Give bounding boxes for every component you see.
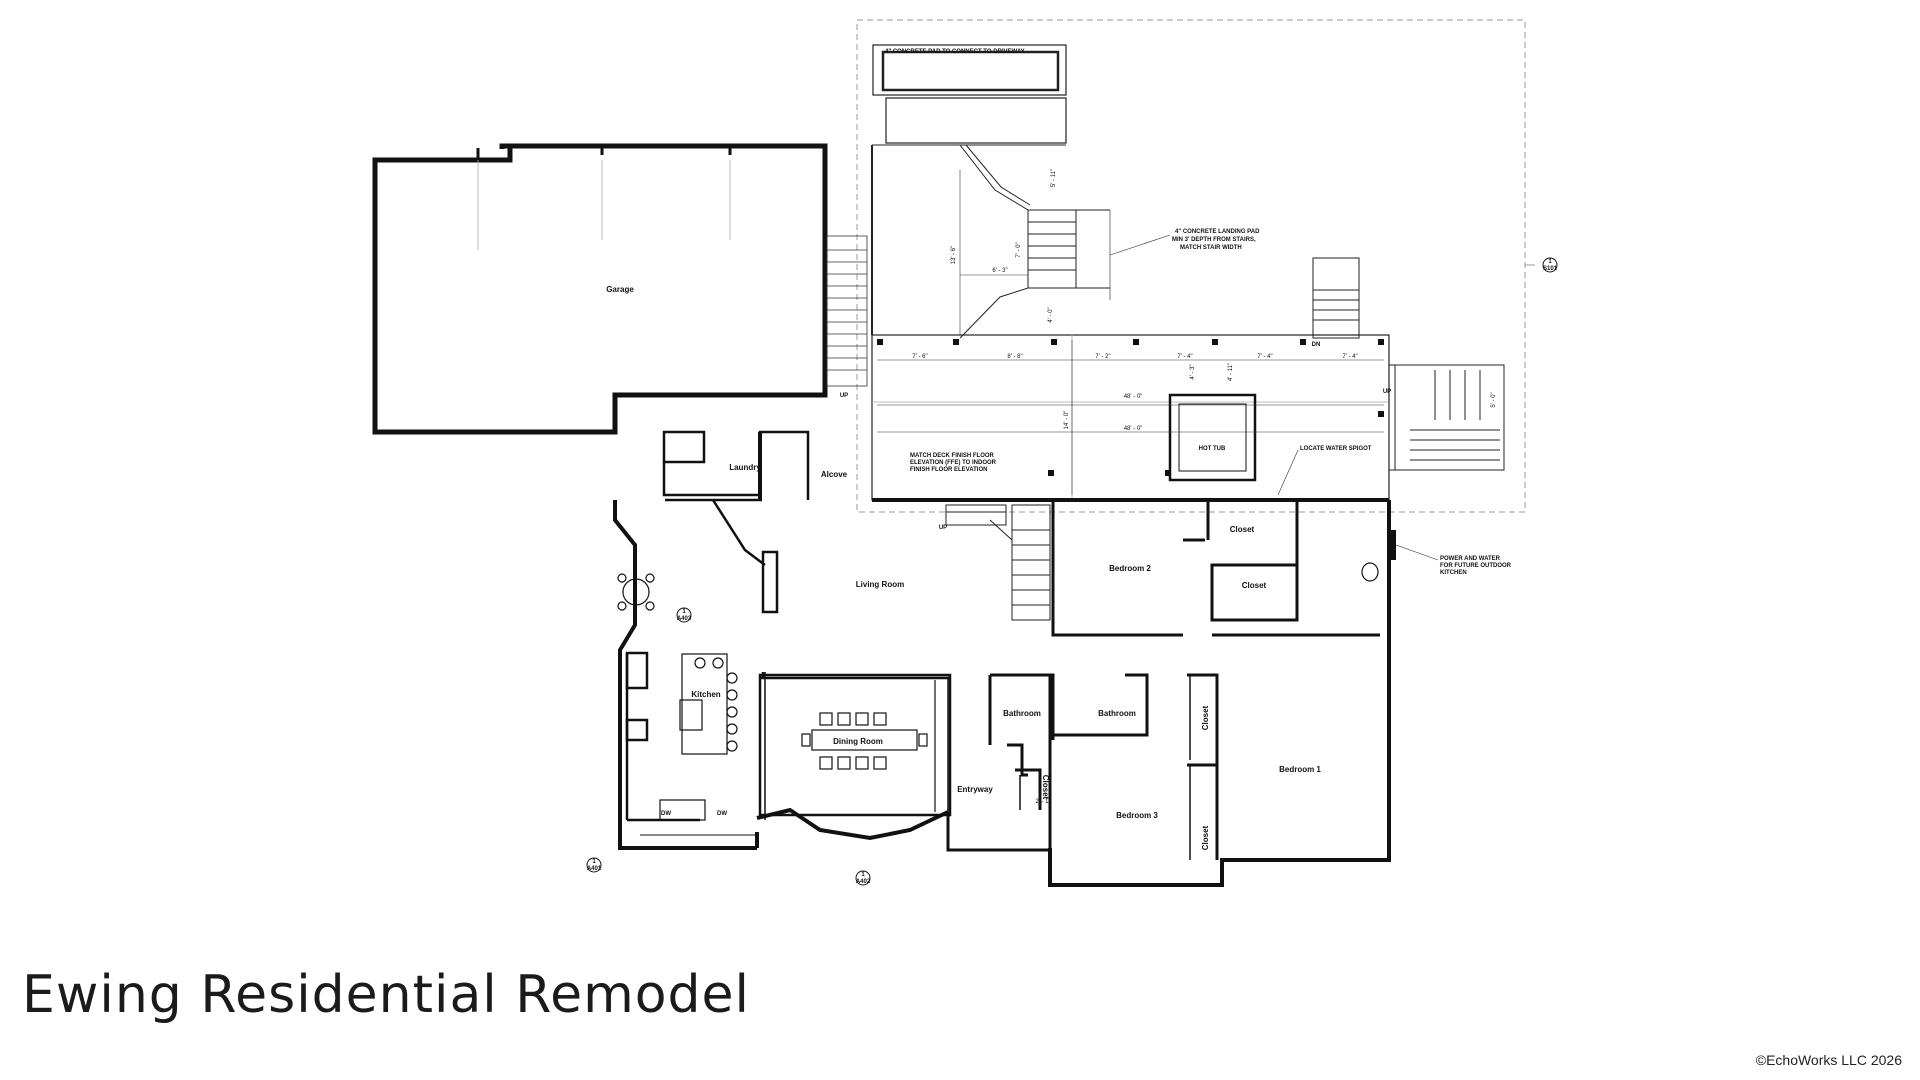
note-landing-pad-3: MATCH STAIR WIDTH [1180,245,1242,251]
section-s101: S101 [1543,266,1558,272]
dim-13: 7' - 0" [1016,242,1022,257]
room-label-living-room: Living Room [856,580,904,589]
dining-table [801,712,928,770]
section-a403-num: 1 [682,609,686,615]
dim-14: 4' - 0" [1048,307,1054,322]
marker-dw-2: DW [717,811,727,817]
hot-tub-outer [1168,393,1257,482]
room-label-bedroom-1: Bedroom 1 [1279,765,1321,774]
dim-9: 14' - 0" [1064,411,1070,430]
side-stair-right [1388,364,1505,471]
dim-3: 7' - 2" [1095,354,1110,360]
room-label-entryway: Entryway [957,785,993,794]
room-label-alcove: Alcove [821,470,848,479]
note-deck-elev-3: FINISH FLOOR ELEVATION [910,467,987,473]
leader-landing [1109,234,1171,256]
garage-walls [372,143,828,435]
room-label-garage: Garage [606,285,634,294]
note-power-2: FOR FUTURE OUTDOOR [1440,563,1512,569]
dim-4: 7' - 4" [1177,354,1192,360]
project-title: Ewing Residential Remodel [22,965,750,1025]
leader-spigot [1277,449,1299,496]
note-deck-elev-1: MATCH DECK FINISH FLOOR [910,453,995,459]
note-power-1: POWER AND WATER [1440,556,1501,562]
copyright: ©EchoWorks LLC 2026 [1755,1052,1902,1068]
leader-power [1395,544,1439,561]
room-label-dining-room: Dining Room [833,737,883,746]
room-label-closet-b1a: Closet [1201,705,1210,730]
section-a402: A402 [856,879,871,885]
dim-7: 48' - 0" [1124,394,1143,400]
section-a401: A401 [587,866,602,872]
section-s101-num: 1 [1548,259,1552,265]
room-label-laundry: Laundry [729,463,761,472]
room-label-closet-b2: Closet [1230,525,1255,534]
room-label-bathroom-a: Bathroom [1003,709,1041,718]
garage-door-lines [477,160,731,250]
dim-1: 7' - 6" [912,354,927,360]
room-label-closet-b2b: Closet [1242,581,1267,590]
note-water-spigot: LOCATE WATER SPIGOT [1300,446,1372,452]
room-label-bedroom-2: Bedroom 2 [1109,564,1151,573]
note-power-3: KITCHEN [1440,570,1467,576]
dim-18: 5' - 0" [1491,392,1497,407]
garage-door-marks [476,146,732,160]
marker-up-living: UP [939,525,947,531]
dim-6: 7' - 4" [1342,354,1357,360]
section-a401-num: 1 [592,859,596,865]
hot-tub-inner [1178,403,1247,472]
room-label-kitchen: Kitchen [691,690,720,699]
marker-dw-1: DW [661,811,671,817]
section-markers [586,257,1558,886]
concrete-pad [872,44,1067,144]
note-landing-pad-1: 4" CONCRETE LANDING PAD [1175,229,1260,235]
marker-up-garage: UP [840,393,848,399]
exterior-panel [1390,530,1396,560]
upper-stair [959,144,1111,339]
note-concrete-pad: 4" CONCRETE PAD TO CONNECT TO DRIVEWAY [885,49,1025,55]
marker-dn-deck: DN [1312,342,1321,348]
section-a403: A403 [677,616,692,622]
room-label-closet-entry: Closet [1041,775,1050,800]
room-label-closet-b1b: Closet [1201,825,1210,850]
dining-room-bound [758,673,952,817]
dim-2: 8' - 8" [1007,354,1022,360]
room-label-hot-tub: HOT TUB [1199,446,1226,452]
dim-17: 2' - 1" [1035,799,1050,805]
dim-15: 4' - 3" [1190,364,1196,379]
tub [1361,562,1379,582]
room-label-bedroom-3: Bedroom 3 [1116,811,1158,820]
dim-8: 48' - 0" [1124,426,1143,432]
landing-stair-right [1312,257,1360,339]
marker-up-deck: UP [1383,389,1391,395]
interior-walls [625,430,950,836]
interior-stair [945,504,1051,621]
room-label-bathroom-b: Bathroom [1098,709,1136,718]
bedroom-walls [946,500,1380,860]
dim-5: 7' - 4" [1257,354,1272,360]
garage-stairs [826,235,868,387]
section-a402-num: 1 [861,872,865,878]
breakfast-table [617,573,655,611]
kitchen-island [659,653,738,821]
site-boundary [856,19,1526,513]
house-walls [613,432,1391,887]
dim-11: 6' - 3" [992,268,1007,274]
note-deck-elev-2: ELEVATION (FFE) TO INDOOR [910,460,997,466]
deck-posts [877,339,1384,476]
dim-10: 13' - 6" [951,246,957,265]
note-landing-pad-2: MIN 3' DEPTH FROM STAIRS, [1172,237,1256,243]
dim-12: 5' - 11" [1051,169,1057,187]
dim-16: 4' - 11" [1228,363,1234,381]
